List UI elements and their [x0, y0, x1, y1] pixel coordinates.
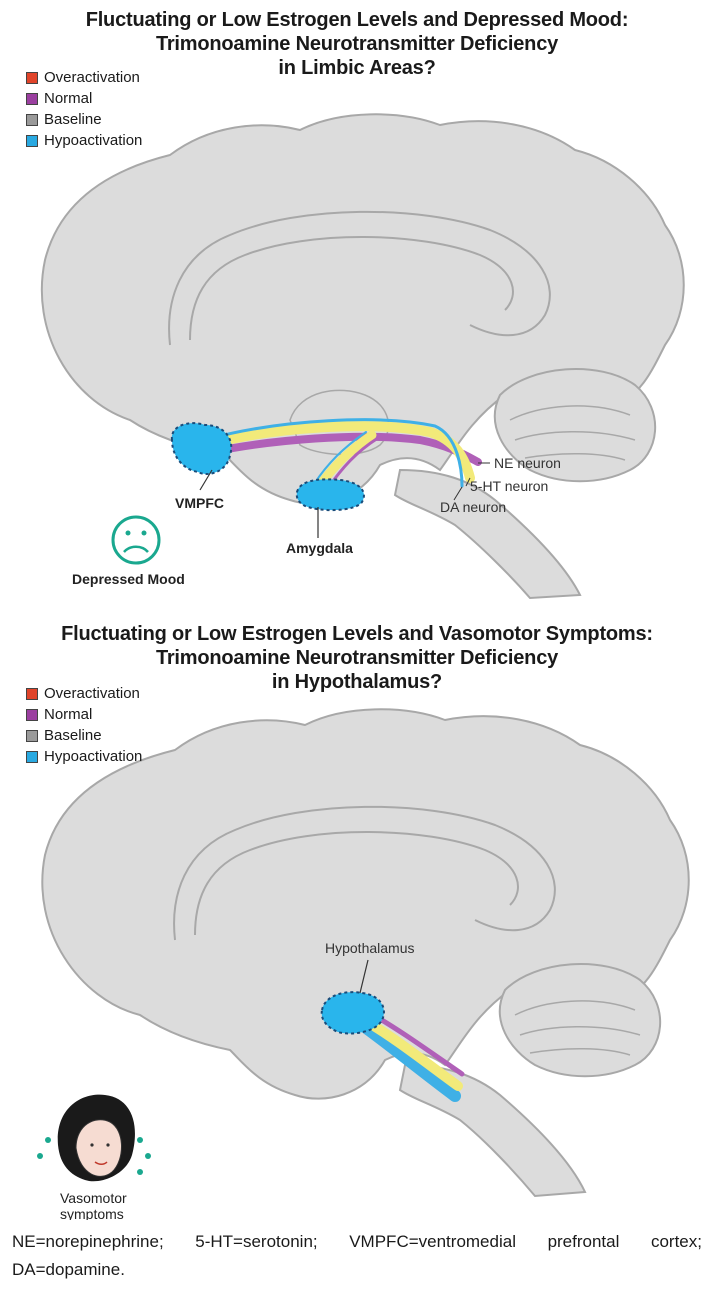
legend-item-hypoactivation: Hypoactivation: [26, 746, 142, 767]
depressed-mood-label: Depressed Mood: [72, 571, 185, 587]
legend-label-hypoactivation: Hypoactivation: [44, 746, 142, 767]
legend-label-normal: Normal: [44, 704, 92, 725]
amygdala-label: Amygdala: [286, 540, 353, 556]
panel-vasomotor: Hypothalamus Vasomotor symptoms Fluctuat…: [0, 600, 714, 1220]
legend-label-normal: Normal: [44, 88, 92, 109]
legend-label-baseline: Baseline: [44, 109, 102, 130]
amygdala-region: [297, 479, 364, 510]
swatch-hypoactivation: [26, 751, 38, 763]
legend-item-baseline: Baseline: [26, 725, 142, 746]
da-neuron-label: DA neuron: [440, 499, 506, 515]
swatch-overactivation: [26, 688, 38, 700]
legend-item-baseline: Baseline: [26, 109, 142, 130]
legend-label-overactivation: Overactivation: [44, 683, 140, 704]
legend-label-hypoactivation: Hypoactivation: [44, 130, 142, 151]
legend-item-overactivation: Overactivation: [26, 683, 142, 704]
legend-item-hypoactivation: Hypoactivation: [26, 130, 142, 151]
vasomotor-label-line1: Vasomotor: [60, 1190, 127, 1206]
panel2-title-line2: Trimonoamine Neurotransmitter Deficiency: [0, 646, 714, 670]
ne-neuron-label: NE neuron: [494, 455, 561, 471]
swatch-baseline: [26, 730, 38, 742]
legend-panel2: Overactivation Normal Baseline Hypoactiv…: [26, 683, 142, 767]
swatch-normal: [26, 709, 38, 721]
legend-panel1: Overactivation Normal Baseline Hypoactiv…: [26, 67, 142, 151]
legend-item-overactivation: Overactivation: [26, 67, 142, 88]
legend-item-normal: Normal: [26, 704, 142, 725]
swatch-overactivation: [26, 72, 38, 84]
panel-depressed-mood: NE neuron 5-HT neuron DA neuron VMPFC Am…: [0, 0, 714, 600]
swatch-baseline: [26, 114, 38, 126]
legend-label-baseline: Baseline: [44, 725, 102, 746]
sad-face-icon: [113, 517, 159, 563]
legend-item-normal: Normal: [26, 88, 142, 109]
cerebellum-shape: [500, 964, 660, 1076]
hypothalamus-region: [322, 992, 384, 1033]
swatch-normal: [26, 93, 38, 105]
panel1-title-line1: Fluctuating or Low Estrogen Levels and D…: [0, 8, 714, 32]
panel2-title-line1: Fluctuating or Low Estrogen Levels and V…: [0, 622, 714, 646]
footnote: NE=norepinephrine; 5-HT=serotonin; VMPFC…: [12, 1228, 702, 1284]
vasomotor-label-line2: symptoms: [60, 1206, 124, 1220]
vasomotor-face-icon: [37, 1095, 151, 1182]
ht-neuron-label: 5-HT neuron: [470, 478, 548, 494]
hypothalamus-label: Hypothalamus: [325, 940, 415, 956]
panel1-title-line2: Trimonoamine Neurotransmitter Deficiency: [0, 32, 714, 56]
brainstem-shape: [400, 1065, 585, 1196]
swatch-hypoactivation: [26, 135, 38, 147]
vmpfc-region: [172, 423, 231, 474]
legend-label-overactivation: Overactivation: [44, 67, 140, 88]
vmpfc-label: VMPFC: [175, 495, 224, 511]
